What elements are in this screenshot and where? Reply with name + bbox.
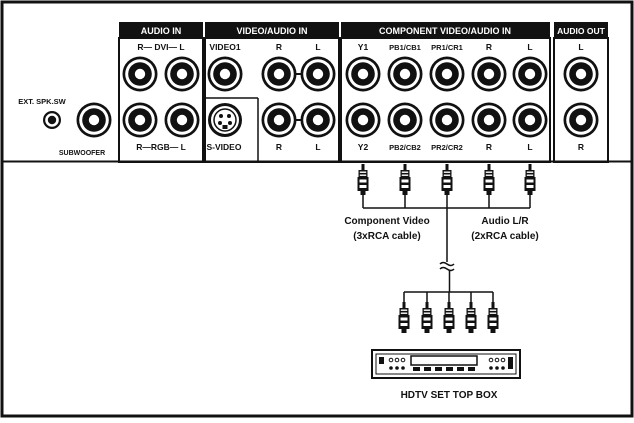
comp-r-bottom-label: R — [486, 142, 492, 152]
comp-l-top-jack[interactable] — [512, 56, 548, 92]
cable-break-symbol — [439, 261, 455, 272]
pb1-jack[interactable] — [387, 56, 423, 92]
comp-l-top-label: L — [527, 42, 532, 52]
dvi-r-jack[interactable] — [122, 56, 158, 92]
va-r-top-jack[interactable] — [261, 56, 297, 92]
pb1-label: PB1/CB1 — [389, 43, 421, 52]
comp-r-top-label: R — [486, 42, 492, 52]
section-audio-out — [553, 37, 609, 163]
rgb-label: R—RGB— L — [136, 142, 186, 152]
va-r-bottom-jack[interactable] — [261, 102, 297, 138]
pr1-label: PR1/CR1 — [431, 43, 463, 52]
pr2-jack[interactable] — [429, 102, 465, 138]
header-component-in — [341, 22, 550, 38]
y1-jack[interactable] — [345, 56, 381, 92]
header-audio-out-text: AUDIO OUT — [557, 26, 606, 36]
set-top-box-label: HDTV SET TOP BOX — [401, 390, 498, 401]
pb2-label: PB2/CB2 — [389, 143, 421, 152]
comp-r-bottom-jack[interactable] — [471, 102, 507, 138]
audio-lr-caption: Audio L/R — [481, 216, 529, 227]
rgb-l-jack[interactable] — [164, 102, 200, 138]
audio-cable-caption: (2xRCA cable) — [471, 231, 538, 242]
dvi-label: R— DVI— L — [137, 42, 184, 52]
component-cable-caption: (3xRCA cable) — [353, 231, 420, 242]
ext-spk-sw-label: EXT. SPK.SW — [18, 97, 66, 106]
header-audio-in-text: AUDIO IN — [141, 26, 182, 36]
y1-label: Y1 — [358, 42, 369, 52]
y2-label: Y2 — [358, 142, 369, 152]
s-video-label: S-VIDEO — [207, 142, 242, 152]
out-l-label: L — [578, 42, 583, 52]
header-video-audio-in — [205, 22, 339, 38]
header-component-in-text: COMPONENT VIDEO/AUDIO IN — [379, 26, 511, 36]
video1-label: VIDEO1 — [209, 42, 240, 52]
s-video-jack[interactable] — [208, 103, 242, 137]
subwoofer-jack[interactable] — [76, 102, 112, 138]
audio-out-l-jack[interactable] — [563, 56, 599, 92]
dvi-l-jack[interactable] — [164, 56, 200, 92]
section-component-in — [340, 37, 551, 163]
video1-jack[interactable] — [207, 56, 243, 92]
ext-spk-switch[interactable] — [43, 111, 61, 129]
section-audio-in — [118, 37, 204, 163]
rgb-r-jack[interactable] — [122, 102, 158, 138]
y2-jack[interactable] — [345, 102, 381, 138]
va-r-top-label: R — [276, 42, 282, 52]
comp-l-bottom-jack[interactable] — [512, 102, 548, 138]
section-video-audio-in — [204, 37, 340, 163]
comp-l-bottom-label: L — [527, 142, 532, 152]
set-top-box-device — [371, 349, 521, 379]
va-l-bottom-jack[interactable] — [300, 102, 336, 138]
header-video-audio-in-text: VIDEO/AUDIO IN — [236, 26, 307, 36]
pr2-label: PR2/CR2 — [431, 143, 463, 152]
cable-bundle — [362, 195, 531, 303]
header-audio-in — [119, 22, 203, 38]
subwoofer-label: SUBWOOFER — [59, 150, 105, 157]
audio-out-r-jack[interactable] — [563, 102, 599, 138]
pr1-jack[interactable] — [429, 56, 465, 92]
out-r-label: R — [578, 142, 584, 152]
va-l-bottom-label: L — [315, 142, 320, 152]
va-r-bottom-label: R — [276, 142, 282, 152]
pb2-jack[interactable] — [387, 102, 423, 138]
header-audio-out — [554, 22, 608, 38]
va-l-top-jack[interactable] — [300, 56, 336, 92]
va-l-top-label: L — [315, 42, 320, 52]
component-video-caption: Component Video — [344, 216, 429, 227]
comp-r-top-jack[interactable] — [471, 56, 507, 92]
